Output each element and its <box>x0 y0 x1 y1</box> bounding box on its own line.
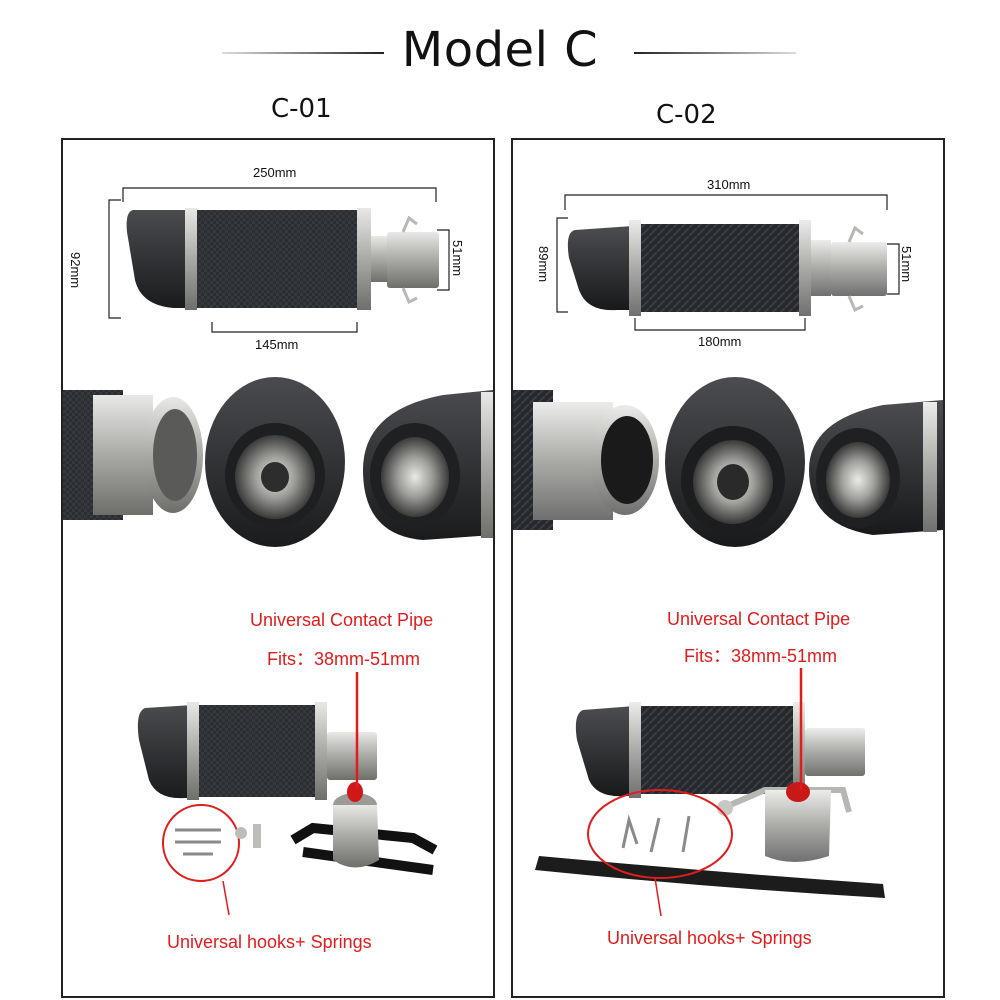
c01-hooks-label: Universal hooks+ Springs <box>167 932 372 952</box>
c01-inlet-dim: 51mm <box>450 240 465 277</box>
detail-view-outlet-c01 <box>205 377 345 547</box>
title-rule-left <box>222 52 384 54</box>
c02-body-dim: 180mm <box>698 334 742 349</box>
c01-length-dim: 250mm <box>253 165 297 180</box>
dimension-lines-c02 <box>556 194 900 331</box>
detail-view-angle-c02 <box>809 400 943 535</box>
dimension-lines-c01 <box>108 187 450 333</box>
c01-pipe-fits: Fits：38mm-51mm <box>267 649 421 669</box>
page-title: Model C <box>401 22 599 78</box>
c01-artwork <box>63 187 493 916</box>
title-rule-right <box>634 52 796 54</box>
product-panel-c02: 310mm 89mm 51mm 180mm Universal Contact … <box>511 138 945 998</box>
model-label-c01: C-01 <box>271 94 332 124</box>
c02-artwork <box>513 194 943 917</box>
c02-pipe-fits: Fits：38mm-51mm <box>684 646 838 666</box>
detail-view-angle-c01 <box>363 390 493 540</box>
c02-pipe-title: Universal Contact Pipe <box>667 609 851 629</box>
muffler-main-c02 <box>567 220 887 316</box>
muffler-main-c01 <box>126 208 439 310</box>
c02-height-dim: 89mm <box>536 246 551 283</box>
product-panel-c01: 250mm 92mm 51mm 145mm Universal Contact … <box>61 138 495 998</box>
c01-pipe-title: Universal Contact Pipe <box>250 610 434 630</box>
c02-length-dim: 310mm <box>707 177 751 192</box>
c01-height-dim: 92mm <box>68 252 83 289</box>
c02-inlet-dim: 51mm <box>899 246 914 283</box>
c02-hooks-label: Universal hooks+ Springs <box>607 928 812 948</box>
product-with-accessories-c02 <box>535 668 885 917</box>
detail-view-inlet-c01 <box>63 390 203 520</box>
detail-view-outlet-c02 <box>665 377 805 547</box>
detail-view-inlet-c02 <box>513 390 659 530</box>
product-with-accessories-c01 <box>137 672 438 916</box>
c01-body-dim: 145mm <box>255 337 299 352</box>
model-label-c02: C-02 <box>656 100 717 130</box>
